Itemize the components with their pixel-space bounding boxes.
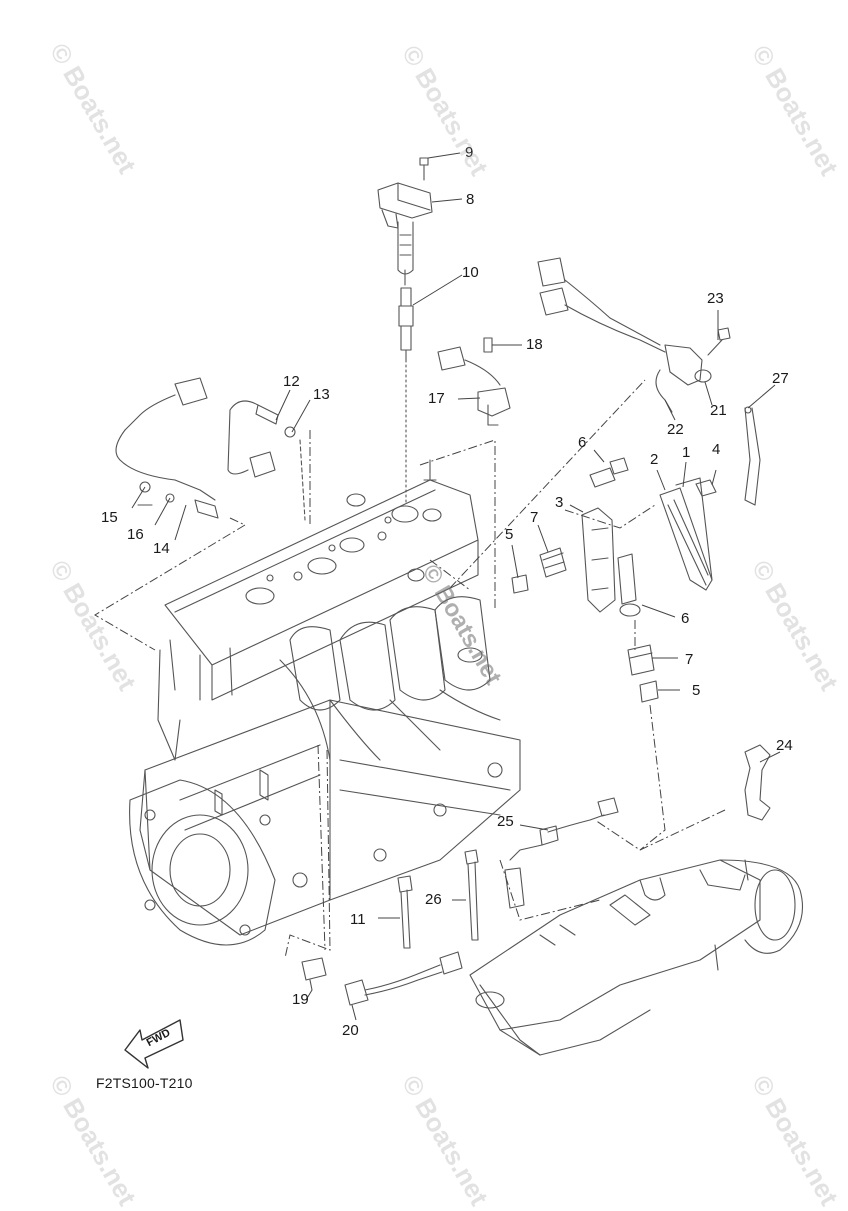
callout-22: 22 bbox=[667, 421, 684, 438]
cable-ties bbox=[397, 849, 479, 949]
callout-10: 10 bbox=[462, 264, 479, 281]
callout-2: 2 bbox=[650, 451, 659, 468]
callout-1: 1 bbox=[682, 444, 691, 461]
callout-6-lower: 6 bbox=[681, 610, 690, 627]
callout-5-upper: 5 bbox=[505, 526, 514, 543]
ignition-coil bbox=[377, 157, 433, 286]
callout-21: 21 bbox=[710, 402, 727, 419]
assembly-lines bbox=[94, 379, 726, 959]
callout-9: 9 bbox=[465, 144, 474, 161]
callout-13: 13 bbox=[313, 386, 330, 403]
callout-3: 3 bbox=[555, 494, 564, 511]
sensor-17 bbox=[423, 337, 511, 481]
callout-23: 23 bbox=[707, 290, 724, 307]
callout-8: 8 bbox=[466, 191, 475, 208]
wire-harness bbox=[537, 257, 731, 413]
callout-17: 17 bbox=[428, 390, 445, 407]
callout-5-lower: 5 bbox=[692, 682, 701, 699]
spark-plug bbox=[398, 287, 414, 506]
callout-16: 16 bbox=[127, 526, 144, 543]
sensor-19 bbox=[301, 957, 327, 991]
engine-block bbox=[129, 479, 521, 946]
callout-19: 19 bbox=[292, 991, 309, 1008]
leader-lines bbox=[131, 152, 781, 1021]
diagram-code: F2TS100-T210 bbox=[96, 1075, 193, 1091]
callout-18: 18 bbox=[526, 336, 543, 353]
exhaust-manifold bbox=[469, 859, 804, 1056]
callout-24: 24 bbox=[776, 737, 793, 754]
callout-26: 26 bbox=[425, 891, 442, 908]
callout-7-upper: 7 bbox=[530, 509, 539, 526]
part-27 bbox=[744, 406, 761, 506]
callout-15: 15 bbox=[101, 509, 118, 526]
callout-20: 20 bbox=[342, 1022, 359, 1039]
fwd-arrow bbox=[124, 1019, 184, 1069]
sensor-12 bbox=[227, 400, 306, 521]
callout-25: 25 bbox=[497, 813, 514, 830]
harness-20 bbox=[344, 951, 463, 1006]
sensor-25 bbox=[504, 797, 619, 909]
callout-4: 4 bbox=[712, 441, 721, 458]
callout-27: 27 bbox=[772, 370, 789, 387]
part-24 bbox=[744, 744, 771, 821]
sensor-14 bbox=[115, 377, 219, 519]
callout-6-upper: 6 bbox=[578, 434, 587, 451]
callout-12: 12 bbox=[283, 373, 300, 390]
callout-7-lower: 7 bbox=[685, 651, 694, 668]
callout-11: 11 bbox=[350, 911, 366, 928]
callout-14: 14 bbox=[153, 540, 170, 557]
